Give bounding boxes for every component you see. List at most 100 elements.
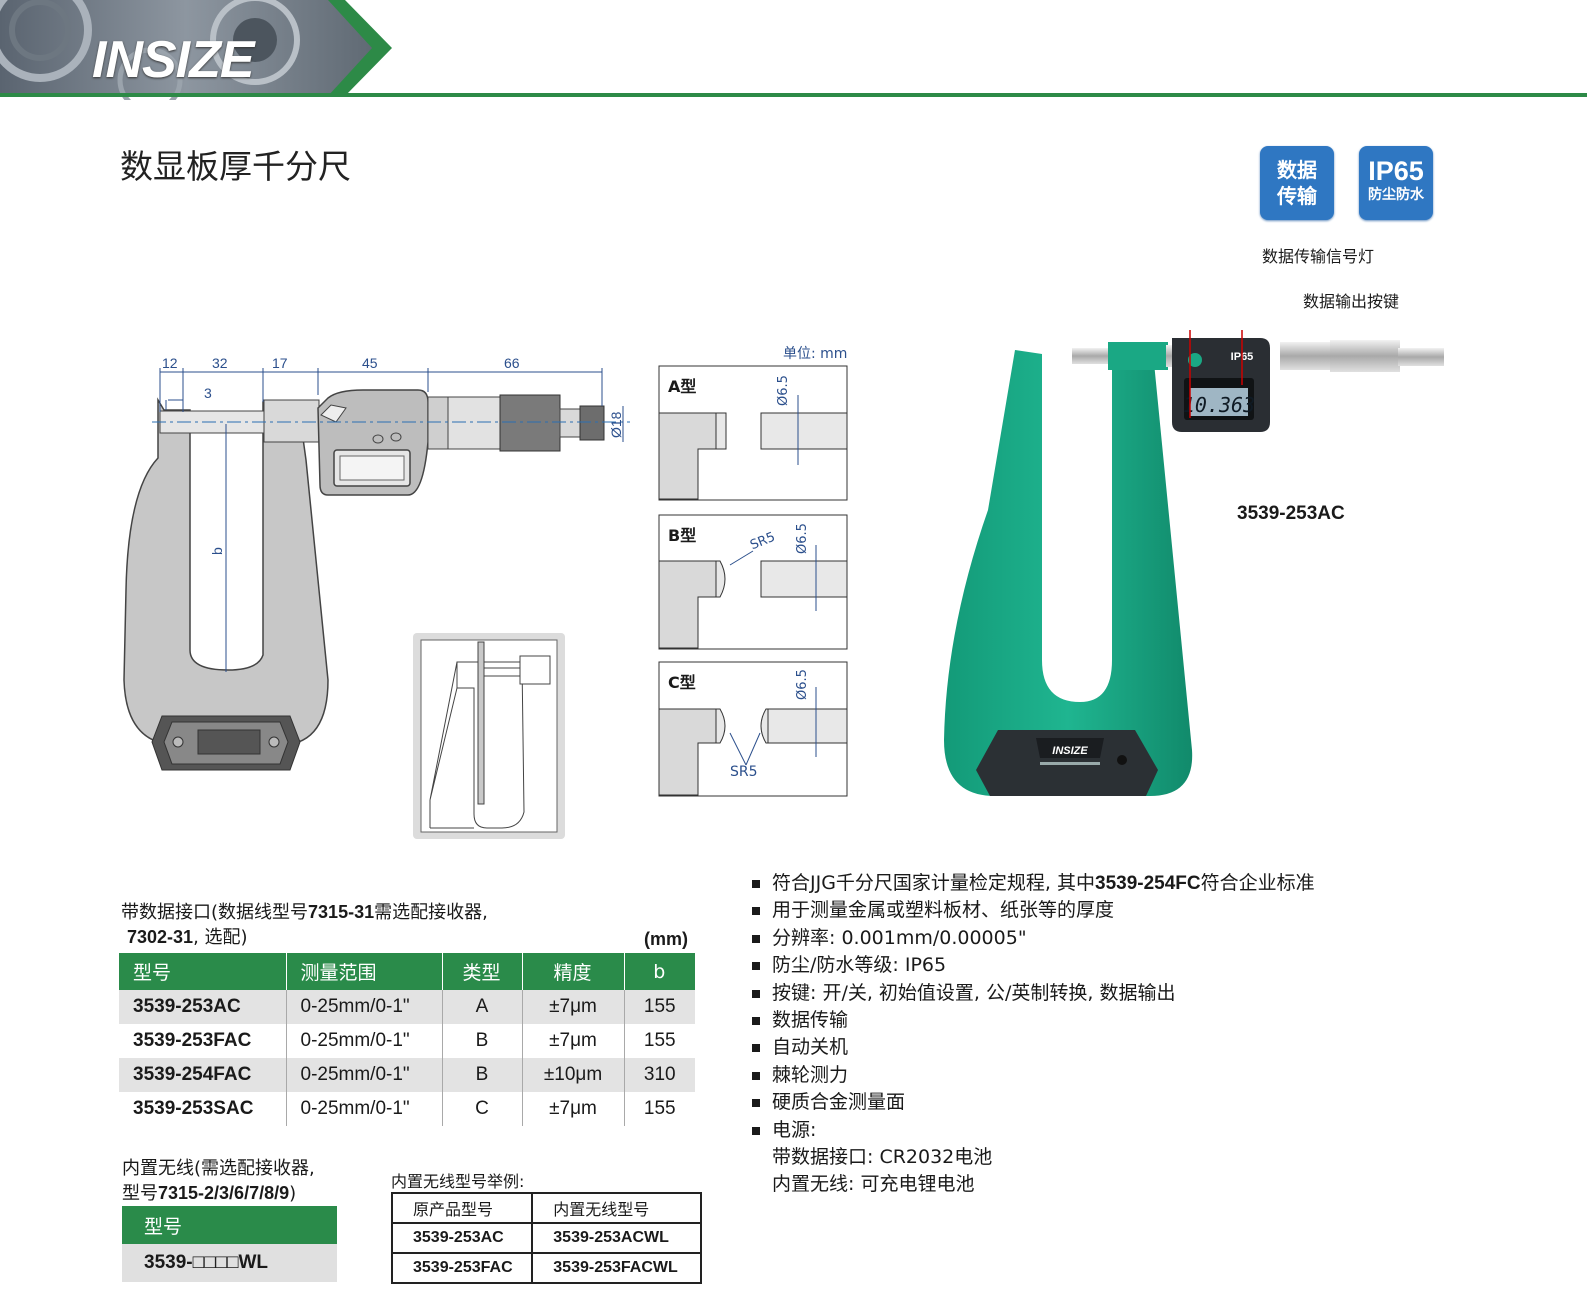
intro-2b: 7302-31 <box>127 927 194 947</box>
list-item: 棘轮测力 <box>752 1062 1315 1089</box>
wireless-header-row: 型号 <box>122 1206 337 1244</box>
table-row: 3539-253AC 0-25mm/0-1" A ±7μm 155 <box>119 990 695 1024</box>
callout-signal-light: 数据传输信号灯 <box>1262 247 1375 266</box>
list-item: 符合JJG千分尺国家计量检定规程, 其中3539-254FC符合企业标准 <box>752 870 1315 897</box>
cell: 0-25mm/0-1" <box>286 1024 443 1058</box>
svg-text:Ø18: Ø18 <box>608 411 624 438</box>
cell: 3539-254FAC <box>119 1058 287 1092</box>
list-item: 数据传输 <box>752 1007 1315 1034</box>
feature-text: 符合企业标准 <box>1200 872 1315 894</box>
spec-intro: 带数据接口(数据线型号7315-31需选配接收器, 7302-31, 选配) <box>121 900 488 950</box>
feature-text: 防尘/防水等级: IP65 <box>772 954 947 977</box>
type-c-diameter: Ø6.5 <box>795 669 810 700</box>
list-item: 防尘/防水等级: IP65 <box>752 952 1315 979</box>
side-view-drawing <box>413 633 565 839</box>
list-subitem: 内置无线: 可充电锂电池 <box>752 1171 1315 1198</box>
svg-text:66: 66 <box>504 355 520 371</box>
brand-logo: INSIZE <box>92 31 255 89</box>
bullet-icon <box>752 1126 760 1135</box>
bullet-icon <box>752 934 760 943</box>
cell: 0-25mm/0-1" <box>286 1092 443 1126</box>
intro-1b: 7315-31 <box>308 902 375 922</box>
feature-text: 符合JJG千分尺国家计量检定规程, 其中 <box>772 872 1096 894</box>
table-row: 3539-253SAC 0-25mm/0-1" C ±7μm 155 <box>119 1092 695 1126</box>
table-row: 3539-□□□□WL <box>122 1244 337 1282</box>
cell: ±7μm <box>522 990 625 1024</box>
badge-line1: 数据 <box>1277 158 1317 182</box>
bullet-icon <box>752 1017 760 1026</box>
contact-type-drawings <box>658 365 848 797</box>
wireless-intro-1: 内置无线(需选配接收器, <box>122 1158 315 1179</box>
svg-text:12: 12 <box>162 355 178 371</box>
cell: 0-25mm/0-1" <box>286 1058 443 1092</box>
wireless-col-model: 型号 <box>122 1206 337 1244</box>
intro-1c: 需选配接收器, <box>374 902 488 923</box>
type-b-label: B型 <box>668 526 697 545</box>
cell: A <box>442 990 523 1024</box>
type-c-label: C型 <box>668 673 696 692</box>
wireless-intro-2a: 型号 <box>122 1183 158 1204</box>
list-item: 按键: 开/关, 初始值设置, 公/英制转换, 数据输出 <box>752 980 1315 1007</box>
wireless-model-value: 3539-□□□□WL <box>122 1244 337 1282</box>
col-wireless: 内置无线型号 <box>531 1192 702 1224</box>
spec-header-row: 型号 测量范围 类型 精度 b <box>119 953 695 990</box>
cell: 3539-253FAC <box>119 1024 287 1058</box>
svg-text:45: 45 <box>362 355 378 371</box>
feature-text: 按键: 开/关, 初始值设置, 公/英制转换, 数据输出 <box>772 981 1176 1004</box>
feature-text: 分辨率: 0.001mm/0.00005" <box>772 926 1027 949</box>
data-transfer-badge: 数据 传输 <box>1260 146 1334 220</box>
feature-text: 电源: <box>772 1118 817 1141</box>
wireless-intro-2b: 7315-2/3/6/7/8/9 <box>158 1183 290 1203</box>
intro-2c: , 选配) <box>193 927 248 948</box>
spec-table: 型号 测量范围 类型 精度 b 3539-253AC 0-25mm/0-1" A… <box>119 953 695 1126</box>
table-row: 3539-253FAC 3539-253FACWL <box>390 1252 702 1284</box>
cell: ±7μm <box>522 1024 625 1058</box>
photo-caption: 3539-253AC <box>1237 503 1345 524</box>
svg-text:3: 3 <box>204 385 212 401</box>
page-title: 数显板厚千分尺 <box>120 147 351 186</box>
cell: C <box>442 1092 523 1126</box>
dimension-drawing: 12 32 17 45 66 3 Ø18 b <box>123 355 630 746</box>
bullet-icon <box>752 1044 760 1053</box>
ip65-badge: IP65 防尘防水 <box>1359 146 1433 220</box>
cell: 3539-253SAC <box>119 1092 287 1126</box>
wireless-intro-2c: ) <box>289 1183 297 1204</box>
type-a-label: A型 <box>668 377 697 396</box>
bullet-icon <box>752 1071 760 1080</box>
cell: 0-25mm/0-1" <box>286 990 443 1024</box>
table-row: 3539-253AC 3539-253ACWL <box>390 1222 702 1254</box>
cell: B <box>442 1024 523 1058</box>
frame-plate-drawing <box>151 715 301 771</box>
callout-output-key: 数据输出按键 <box>1303 292 1400 311</box>
examples-table: 原产品型号 内置无线型号 3539-253AC 3539-253ACWL 353… <box>390 1192 702 1284</box>
bullet-icon <box>752 962 760 971</box>
feature-text: 内置无线: 可充电锂电池 <box>772 1173 975 1196</box>
feature-text: 用于测量金属或塑料板材、纸张等的厚度 <box>772 899 1115 922</box>
bullet-icon <box>752 1099 760 1108</box>
list-subitem: 带数据接口: CR2032电池 <box>752 1144 1315 1171</box>
cell: 155 <box>624 1092 695 1126</box>
cell: 155 <box>624 990 695 1024</box>
badge-ip-sub: 防尘防水 <box>1368 187 1424 203</box>
type-b-diameter: Ø6.5 <box>795 523 810 554</box>
feature-list: 符合JJG千分尺国家计量检定规程, 其中3539-254FC符合企业标准 用于测… <box>752 870 1315 1199</box>
svg-text:17: 17 <box>272 355 288 371</box>
table-row: 3539-254FAC 0-25mm/0-1" B ±10μm 310 <box>119 1058 695 1092</box>
col-model: 型号 <box>119 953 287 990</box>
badge-line2: 传输 <box>1277 184 1317 208</box>
cell: 3539-253AC <box>390 1222 534 1254</box>
type-a-diameter: Ø6.5 <box>776 375 791 406</box>
cell: B <box>442 1058 523 1092</box>
cell: 310 <box>624 1058 695 1092</box>
examples-header-row: 原产品型号 内置无线型号 <box>390 1192 702 1224</box>
cell: ±10μm <box>522 1058 625 1092</box>
spec-unit: (mm) <box>644 929 688 949</box>
cell: 155 <box>624 1024 695 1058</box>
cell: 3539-253FAC <box>390 1252 534 1284</box>
list-item: 分辨率: 0.001mm/0.00005" <box>752 925 1315 952</box>
list-item: 用于测量金属或塑料板材、纸张等的厚度 <box>752 897 1315 924</box>
unit-label: 单位: mm <box>783 346 848 362</box>
product-photo: INSIZE 10.363 IP65 <box>944 330 1444 796</box>
col-type: 类型 <box>442 953 523 990</box>
col-b: b <box>624 953 695 990</box>
